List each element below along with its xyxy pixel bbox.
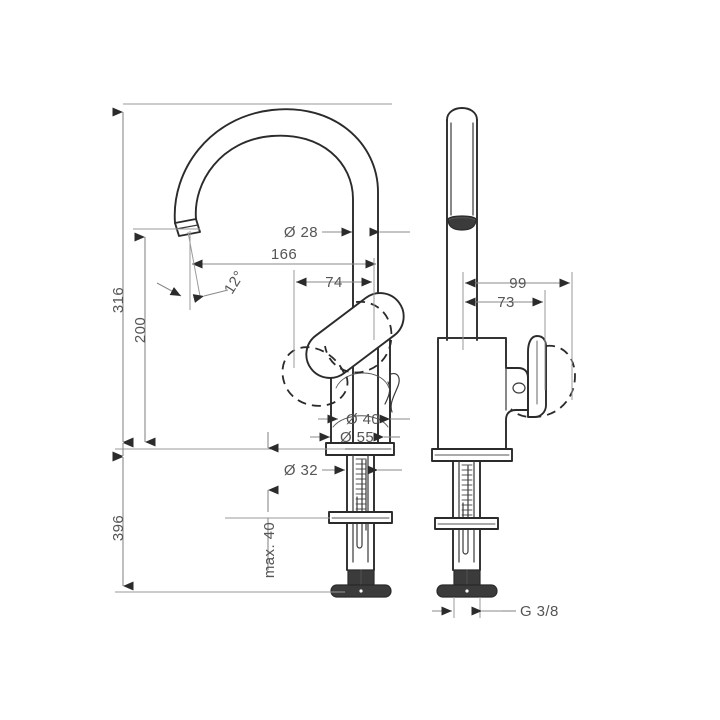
flange-center-dot xyxy=(359,589,363,593)
dim-line-12deg-left xyxy=(156,282,182,297)
side-spout-cap xyxy=(446,107,478,121)
dim-label-200: 200 xyxy=(132,317,149,343)
side-flange-center-dot xyxy=(465,589,469,593)
dim-label-max40: max. 40 xyxy=(261,522,278,578)
spout-outer-profile xyxy=(173,108,379,341)
side-aerator-highlight xyxy=(448,217,476,221)
handle-tail-curve xyxy=(390,373,400,413)
dimension-layer-side: 99 73 G 3/8 xyxy=(432,272,573,620)
dim-label-28: Ø 28 xyxy=(284,224,318,241)
dim-label-99: 99 xyxy=(509,275,527,292)
handle-lowered-hidden-outline xyxy=(281,346,349,407)
side-lever-handle xyxy=(527,335,547,418)
dim-label-55: Ø 55 xyxy=(340,429,374,446)
dim-label-316: 316 xyxy=(110,287,127,313)
side-elevation-view xyxy=(431,107,576,598)
supply-hose-outline xyxy=(356,459,363,549)
spout-tip-edge xyxy=(175,224,199,230)
handle-swing-hidden-outline xyxy=(324,300,393,374)
dim-line-12deg-right xyxy=(192,289,229,303)
dim-label-g38: G 3/8 xyxy=(520,603,559,620)
mounting-washer xyxy=(328,511,393,524)
spout-inner-profile xyxy=(194,134,354,326)
dim-label-74: 74 xyxy=(325,274,343,291)
side-thread-hatching xyxy=(461,464,473,521)
dimension-layer-front: 316 200 396 Ø 28 166 74 12° Ø xyxy=(110,103,410,593)
side-supply-hose xyxy=(462,465,469,555)
dim-label-73: 73 xyxy=(497,294,515,311)
dim-label-396: 396 xyxy=(110,515,127,541)
side-grub-screw-hole xyxy=(512,382,526,394)
dim-label-32: Ø 32 xyxy=(284,462,318,479)
side-handle-hidden-outline xyxy=(510,344,576,419)
ext-line-tip-angle xyxy=(187,231,201,297)
cartridge-dome-arc xyxy=(335,372,390,389)
dim-label-166: 166 xyxy=(271,246,297,263)
handle-tail-curve-2 xyxy=(384,381,391,405)
side-mounting-washer xyxy=(434,517,499,530)
dim-label-40: Ø 40 xyxy=(346,411,380,428)
side-aerator-ring xyxy=(447,215,477,231)
thread-hatching xyxy=(355,458,367,515)
